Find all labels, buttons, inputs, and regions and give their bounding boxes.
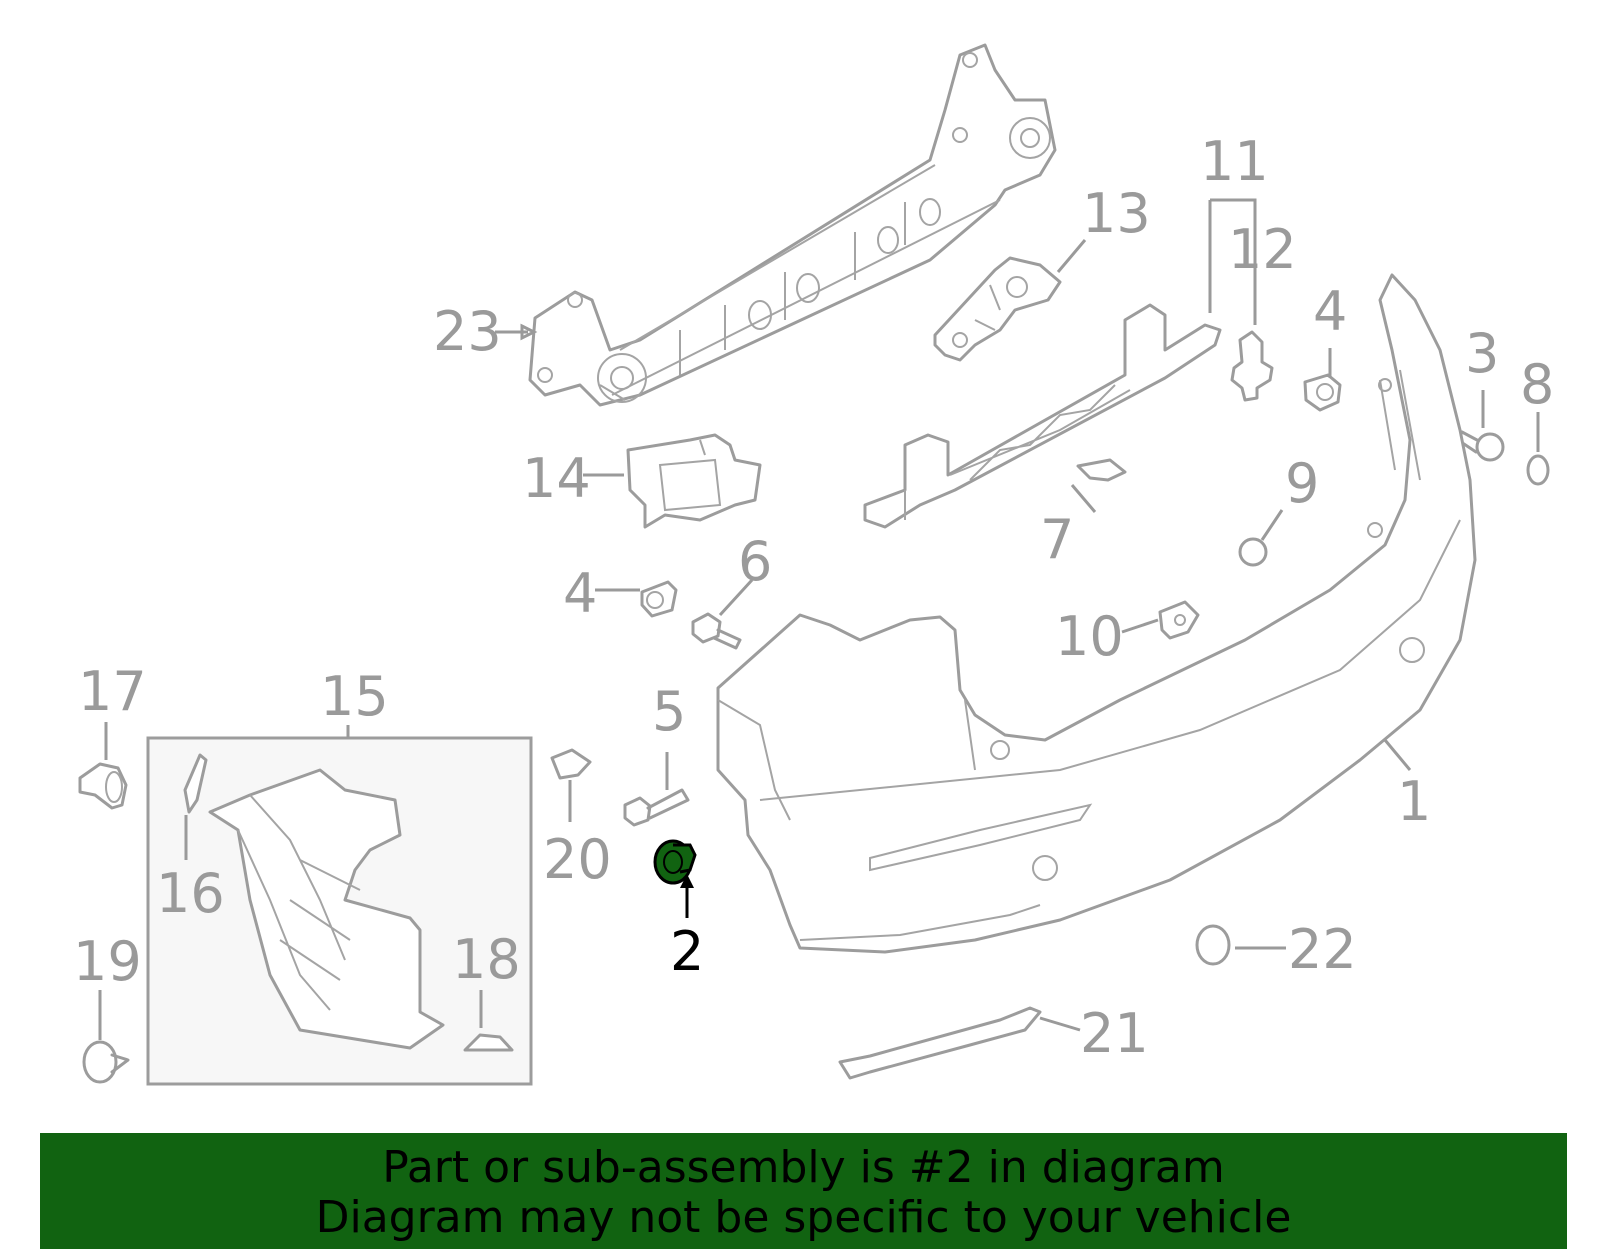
callout-10[interactable]: 10: [1055, 605, 1124, 668]
callout-12[interactable]: 12: [1228, 218, 1297, 281]
part-23-reinforcement-beam: [528, 43, 1057, 407]
part-4b-nut: [640, 580, 678, 618]
callout-6[interactable]: 6: [738, 530, 772, 593]
part-6-bolt: [691, 612, 742, 650]
callout-14[interactable]: 14: [522, 447, 591, 510]
part-20-clip: [550, 748, 592, 780]
callout-7[interactable]: 7: [1040, 508, 1074, 571]
part-10-bracket: [1158, 600, 1200, 640]
part-13-bracket: [933, 256, 1062, 362]
callout-15[interactable]: 15: [320, 665, 389, 728]
leader-lines: [98, 198, 1540, 1040]
callout-1[interactable]: 1: [1397, 770, 1431, 833]
part-12-clip: [1230, 330, 1274, 402]
part-14-side-bracket: [626, 433, 762, 529]
callout-22[interactable]: 22: [1288, 918, 1357, 981]
callout-18[interactable]: 18: [452, 928, 521, 991]
callout-19[interactable]: 19: [73, 930, 142, 993]
banner-line-2: Diagram may not be specific to your vehi…: [315, 1192, 1292, 1243]
callout-17[interactable]: 17: [78, 660, 147, 723]
callout-9[interactable]: 9: [1285, 452, 1319, 515]
callout-8[interactable]: 8: [1520, 353, 1554, 416]
part-7-cover: [1076, 458, 1127, 482]
callout-13[interactable]: 13: [1082, 182, 1151, 245]
part-21-reflector: [838, 1006, 1042, 1080]
part-19-clip: [82, 1040, 130, 1084]
callout-4a[interactable]: 4: [1313, 280, 1347, 343]
info-banner: Part or sub-assembly is #2 in diagram Di…: [40, 1133, 1567, 1249]
part-9-grommet: [1238, 537, 1268, 567]
inset-box-15: [146, 736, 533, 1086]
part-5-bolt: [623, 788, 690, 827]
part-17-clip: [78, 762, 128, 810]
callout-16[interactable]: 16: [156, 862, 225, 925]
callout-3[interactable]: 3: [1465, 322, 1499, 385]
callout-20[interactable]: 20: [543, 828, 612, 891]
part-4a-nut: [1303, 373, 1342, 412]
callout-2[interactable]: 2: [670, 920, 704, 983]
part-1-bumper-cover: [716, 273, 1477, 954]
part-2-fastener-highlighted[interactable]: [653, 839, 697, 885]
callout-labels: 23 13 11 12 4 3 8 9 7 10 14 4 6 5 2 1 22…: [73, 130, 1554, 1065]
part-11-absorber: [863, 303, 1222, 529]
callout-11[interactable]: 11: [1200, 130, 1269, 193]
callout-23[interactable]: 23: [433, 300, 502, 363]
callout-5[interactable]: 5: [652, 680, 686, 743]
part-8-clip: [1526, 454, 1550, 486]
callout-21[interactable]: 21: [1080, 1002, 1149, 1065]
banner-line-1: Part or sub-assembly is #2 in diagram: [382, 1142, 1225, 1193]
part-22-cap: [1195, 924, 1231, 966]
callout-4b[interactable]: 4: [563, 562, 597, 625]
